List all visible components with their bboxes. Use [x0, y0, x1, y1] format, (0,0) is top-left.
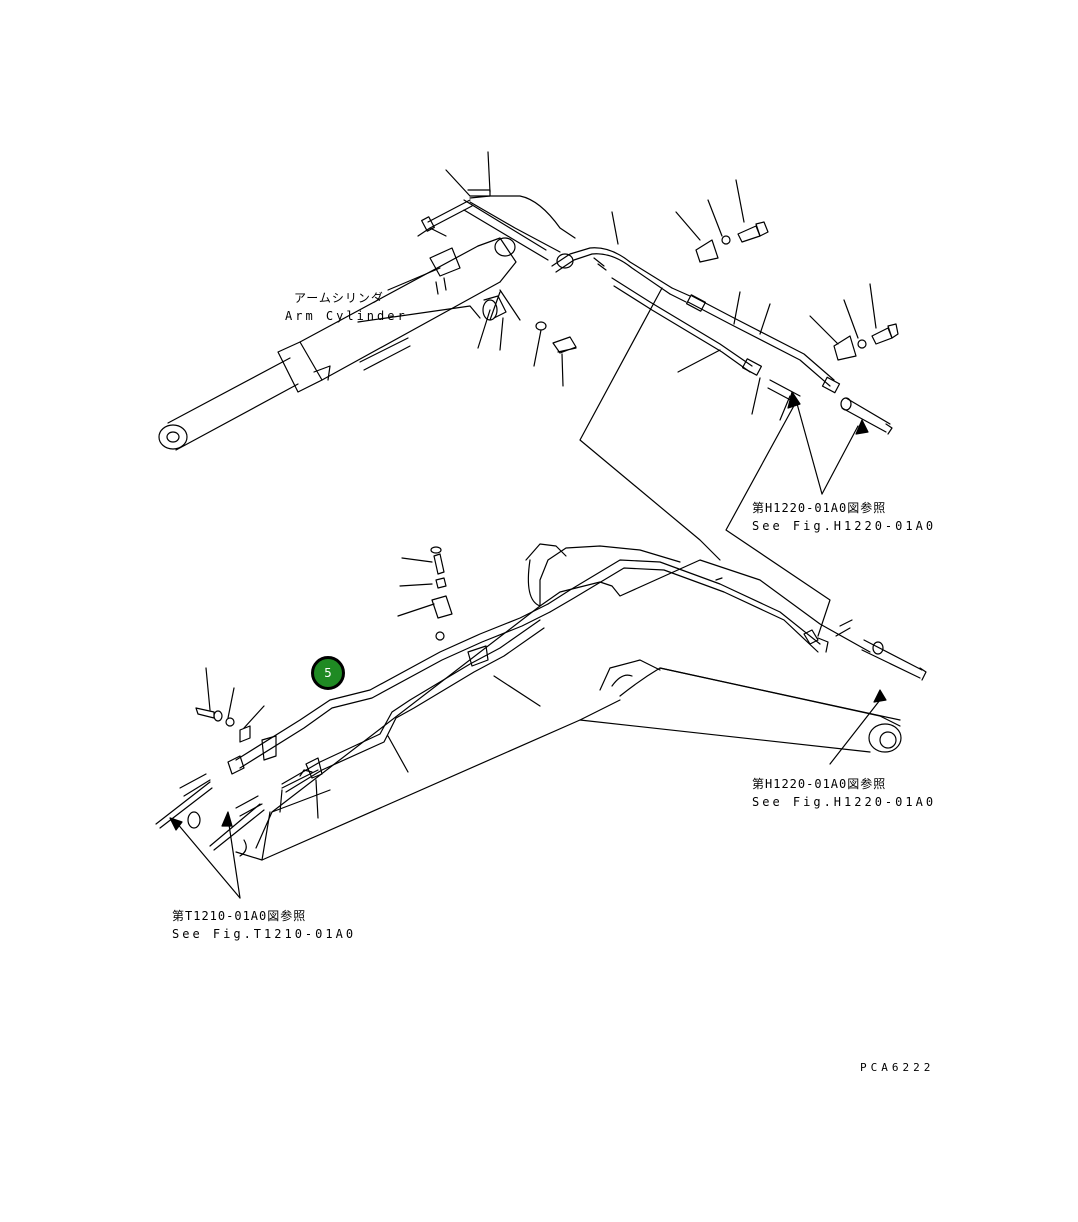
leader-lines-lower: [169, 557, 887, 899]
part-callout-5-number: 5: [324, 666, 332, 680]
part-callout-5[interactable]: 5: [311, 656, 345, 690]
lower-left-bolts: [195, 667, 265, 743]
upper-pipes: [551, 247, 893, 435]
lower-pipes: [155, 546, 927, 857]
reference-lower-label-en: See Fig.H1220-01A0: [752, 795, 937, 809]
leader-lines-upper: [357, 151, 564, 387]
boom-arm: [235, 543, 902, 861]
reference-lower-label-jp: 第H1220-01A0図参照: [752, 777, 887, 791]
cylinder-head-parts: [417, 189, 577, 354]
reference-upper-label-jp: 第H1220-01A0図参照: [752, 501, 887, 515]
drawing-code: PCA6222: [860, 1061, 935, 1074]
reference-t1210-label-jp: 第T1210-01A0図参照: [172, 909, 307, 923]
arm-cylinder-label-en: Arm Cylinder: [285, 309, 408, 323]
reference-lines-upper: [579, 287, 869, 637]
arm-cylinder: [158, 237, 517, 451]
upper-clamps: [611, 179, 899, 421]
reference-upper-label-en: See Fig.H1220-01A0: [752, 519, 937, 533]
reference-t1210-label-en: See Fig.T1210-01A0: [172, 927, 357, 941]
arm-cylinder-label-jp: アームシリンダ: [294, 291, 384, 305]
